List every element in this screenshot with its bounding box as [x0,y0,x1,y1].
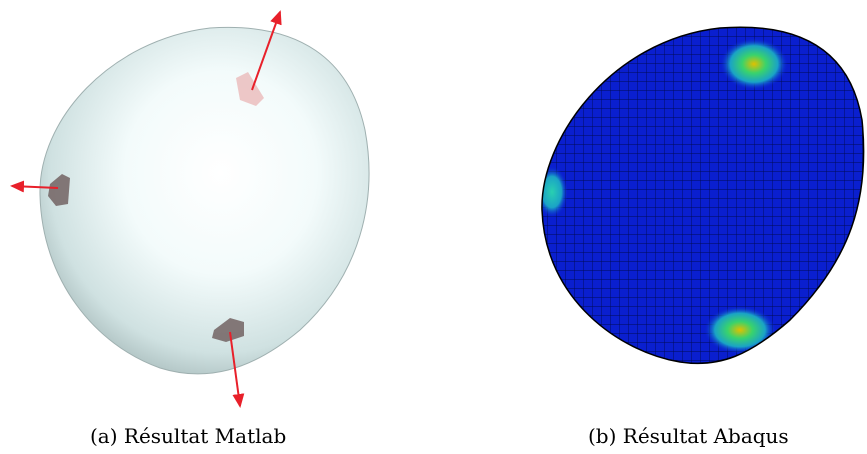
caption-a: (a) Résultat Matlab [90,424,286,448]
abaqus-mesh-body [541,27,864,364]
contact-zone-left [541,166,568,218]
contact-zone-bottom [704,306,776,354]
force-arrow-top [251,10,282,91]
contact-patch-top [236,72,264,106]
force-arrow-left [10,180,59,193]
contact-patch-left [48,174,70,206]
abaqus-outline [541,26,865,365]
force-arrow-bottom [229,331,245,408]
caption-a-label: (a) [90,424,118,448]
abaqus-render [541,26,865,365]
matlab-deformed-body [39,26,370,375]
contact-zone-top [720,38,788,90]
matlab-render [10,10,370,408]
caption-b-label: (b) [588,424,617,448]
subfigure-abaqus: (b) Résultat Abaqus [430,0,867,454]
caption-a-text: Résultat Matlab [123,424,287,448]
contact-patch-bottom [212,318,244,342]
caption-b: (b) Résultat Abaqus [588,424,789,448]
subfigure-matlab: (a) Résultat Matlab [0,0,430,454]
caption-b-text: Résultat Abaqus [622,424,789,448]
